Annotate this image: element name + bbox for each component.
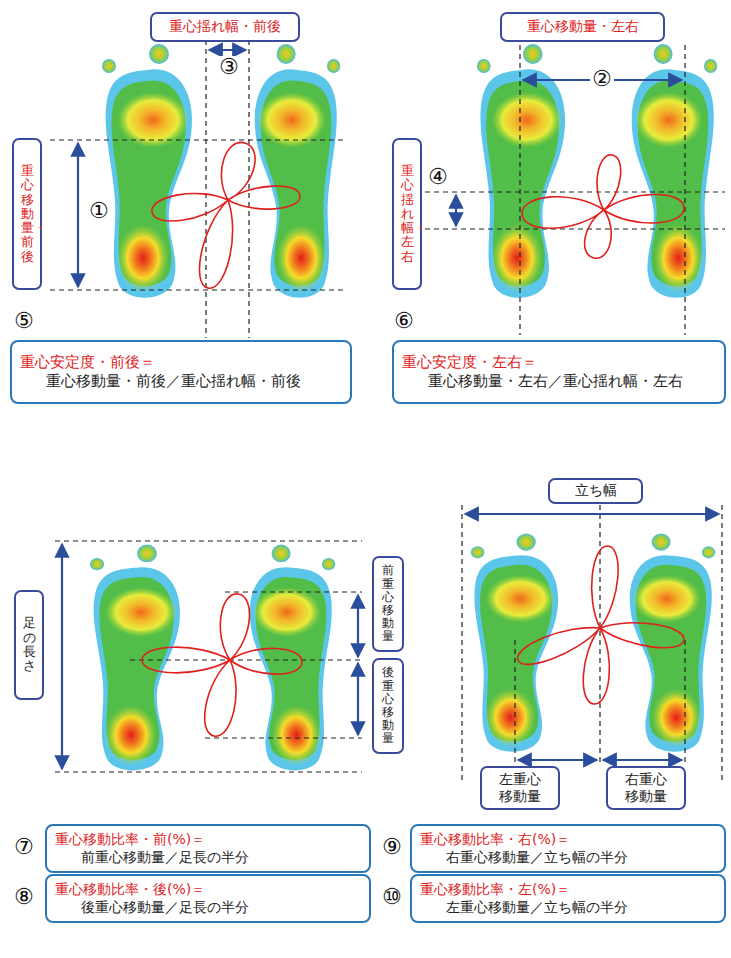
callout-number: ② <box>590 68 614 90</box>
formula-box: 重心移動比率・前(%)＝前重心移動量／足長の半分 <box>45 824 371 873</box>
sway-trace <box>142 594 302 736</box>
vertical-label-box: 重心揺れ幅・左右 <box>392 138 422 290</box>
label-box: 重心移動量・左右 <box>500 12 665 42</box>
foot-print <box>477 44 565 298</box>
node-title: 重心移動比率・前(%)＝ <box>55 830 205 848</box>
label-box: 左重心 移動量 <box>480 766 560 810</box>
callout-number: ⑨ <box>380 836 404 858</box>
foot-print <box>102 44 192 298</box>
node-title: 重心移動比率・後(%)＝ <box>55 880 205 898</box>
node-title: 重心揺れ幅・左右 <box>401 164 414 264</box>
node-title: 重心移動量・前後 <box>21 164 34 264</box>
node-title: 足の長さ <box>23 616 36 673</box>
formula-box: 重心移動比率・右(%)＝右重心移動量／立ち幅の半分 <box>410 824 726 873</box>
formula-text: 重心移動量・前後／重心揺れ幅・前後 <box>20 372 301 392</box>
label-box: 立ち幅 <box>548 478 643 504</box>
vertical-label-box: 前重心 移動量 <box>372 556 404 652</box>
foot-print <box>255 44 341 298</box>
formula-text: 右重心移動量／立ち幅の半分 <box>420 848 628 866</box>
sway-trace <box>518 546 684 704</box>
node-title: 重心移動量・左右 <box>527 18 639 36</box>
callout-number: ⑩ <box>380 886 404 908</box>
foot-print <box>250 545 336 771</box>
node-title: 重心安定度・左右＝ <box>402 353 537 373</box>
callout-number: ⑥ <box>392 310 416 332</box>
formula-box: 重心安定度・左右＝重心移動量・左右／重心揺れ幅・左右 <box>392 340 726 404</box>
node-title: 前重心 移動量 <box>382 564 394 643</box>
vertical-label-box: 足の長さ <box>14 590 44 700</box>
foot-print <box>630 533 716 751</box>
callout-number: ④ <box>426 166 450 188</box>
callout-number: ③ <box>217 56 241 78</box>
formula-text: 前重心移動量／足長の半分 <box>55 848 249 866</box>
callout-number: ⑤ <box>12 310 36 332</box>
sway-trace <box>152 142 300 288</box>
sway-trace <box>522 155 684 258</box>
vertical-label-box: 後重心 移動量 <box>372 658 404 754</box>
callout-number: ① <box>87 200 111 222</box>
label-box: 重心揺れ幅・前後 <box>150 12 300 42</box>
node-title: 左重心 移動量 <box>495 771 545 806</box>
node-title: 重心安定度・前後＝ <box>20 353 155 373</box>
vertical-label-box: 重心移動量・前後 <box>12 138 42 290</box>
formula-text: 左重心移動量／立ち幅の半分 <box>420 898 628 916</box>
node-title: 右重心 移動量 <box>621 771 671 806</box>
formula-box: 重心移動比率・後(%)＝後重心移動量／足長の半分 <box>45 874 371 923</box>
formula-box: 重心安定度・前後＝重心移動量・前後／重心揺れ幅・前後 <box>10 340 352 404</box>
node-title: 重心移動比率・左(%)＝ <box>420 880 570 898</box>
formula-box: 重心移動比率・左(%)＝左重心移動量／立ち幅の半分 <box>410 874 726 923</box>
formula-text: 重心移動量・左右／重心揺れ幅・左右 <box>402 372 683 392</box>
callout-number: ⑦ <box>12 836 36 858</box>
formula-text: 後重心移動量／足長の半分 <box>55 898 249 916</box>
foot-print <box>632 44 718 298</box>
node-title: 後重心 移動量 <box>382 666 394 745</box>
label-box: 右重心 移動量 <box>606 766 686 810</box>
node-title: 重心移動比率・右(%)＝ <box>420 830 570 848</box>
foot-print <box>90 545 180 771</box>
callout-number: ⑧ <box>12 886 36 908</box>
node-title: 立ち幅 <box>575 482 617 500</box>
node-title: 重心揺れ幅・前後 <box>169 18 281 36</box>
